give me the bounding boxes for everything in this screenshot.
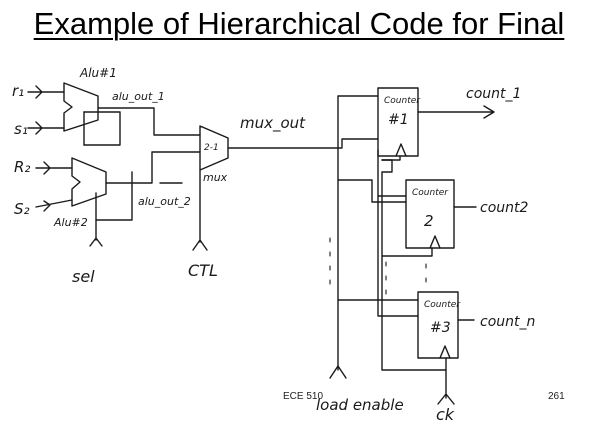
mux-sub-label: mux: [203, 171, 228, 184]
alu-out-2-label: alu_out_2: [138, 195, 191, 208]
counter1-num: #1: [388, 112, 409, 128]
alu-to-mux-wires: [97, 107, 201, 184]
input-r1-label: r₁: [12, 82, 24, 100]
clock-bus: [381, 155, 455, 405]
input-s2-label: S₂: [14, 200, 30, 218]
data-bus: [377, 149, 419, 317]
load-enable-label: load enable: [316, 396, 404, 414]
counter1-block: Counter #1: [377, 87, 421, 157]
alu2-label: Alu#2: [53, 216, 88, 229]
sel-wiring: [83, 111, 133, 247]
mux-out-wire: [227, 138, 379, 149]
mux-block: 2-1 mux: [192, 125, 229, 251]
count-1-label: count_1: [466, 86, 521, 102]
count1-arrow: [417, 105, 495, 119]
input-s1-label: s₁: [14, 120, 28, 138]
mux-ratio-label: 2-1: [204, 143, 219, 153]
course-code: ECE 510: [283, 391, 324, 402]
mux-out-label: mux_out: [240, 114, 306, 133]
sel-label: sel: [72, 267, 95, 286]
clock-label: ck: [436, 405, 455, 424]
counter3-block: Counter #3: [417, 291, 461, 359]
input-arrows: [27, 85, 73, 212]
count-2-label: count2: [480, 200, 528, 216]
alu1-block: Alu#1 alu_out_1: [63, 66, 165, 132]
load-enable-bus: [329, 95, 419, 379]
input-r2-label: R₂: [14, 158, 30, 176]
counter3-title: Counter: [424, 300, 461, 310]
page-number: 261: [548, 391, 565, 402]
counter2-title: Counter: [412, 188, 449, 198]
counter2-block: Counter 2: [405, 179, 455, 249]
counter3-num: #3: [430, 320, 451, 336]
slide-title: Example of Hierarchical Code for Final: [33, 6, 565, 41]
count-n-label: count_n: [480, 314, 535, 330]
alu-out-1-label: alu_out_1: [112, 90, 165, 103]
alu1-label: Alu#1: [79, 66, 117, 80]
alu2-block: Alu#2 alu_out_2: [53, 157, 191, 229]
counter2-num: 2: [424, 212, 434, 230]
ctl-label: CTL: [188, 261, 218, 280]
counter1-title: Counter: [384, 96, 421, 106]
